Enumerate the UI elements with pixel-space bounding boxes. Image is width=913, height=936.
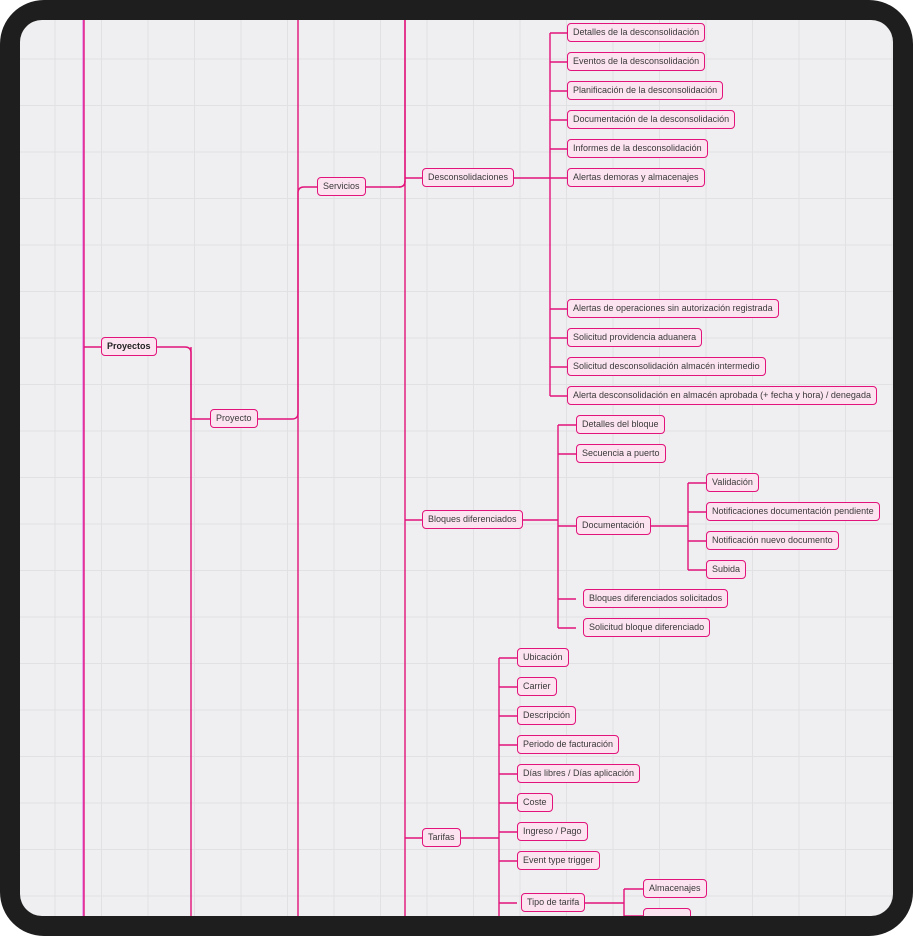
node-ubicacion[interactable]: Ubicación	[517, 648, 569, 667]
node-descripcion[interactable]: Descripción	[517, 706, 577, 725]
node-event-type-trigger[interactable]: Event type trigger	[517, 851, 600, 870]
node-coste[interactable]: Coste	[517, 793, 553, 812]
node-periodo-facturacion[interactable]: Periodo de facturación	[517, 735, 620, 754]
node-desconsolidaciones[interactable]: Desconsolidaciones	[422, 168, 515, 187]
node-planificacion-desconsolidacion[interactable]: Planificación de la desconsolidación	[567, 81, 724, 100]
connector-line	[153, 346, 210, 420]
node-tipo-tarifa-child[interactable]	[643, 908, 691, 916]
node-proyectos[interactable]: Proyectos	[101, 337, 157, 356]
connector-line	[257, 186, 317, 420]
node-dias-libres[interactable]: Días libres / Días aplicación	[517, 764, 641, 783]
node-solicitud-providencia[interactable]: Solicitud providencia aduanera	[567, 328, 703, 347]
node-notificacion-nuevo[interactable]: Notificación nuevo documento	[706, 531, 839, 550]
node-tipo-tarifa[interactable]: Tipo de tarifa	[521, 893, 586, 912]
connector-line	[398, 180, 406, 188]
node-eventos-desconsolidacion[interactable]: Eventos de la desconsolidación	[567, 52, 706, 71]
node-solicitud-bloque[interactable]: Solicitud bloque diferenciado	[583, 618, 711, 637]
node-alertas-demoras[interactable]: Alertas demoras y almacenajes	[567, 168, 705, 187]
node-detalles-desconsolidacion[interactable]: Detalles de la desconsolidación	[567, 23, 706, 42]
node-alerta-almacen-aprobada[interactable]: Alerta desconsolidación en almacén aprob…	[567, 386, 877, 405]
node-alertas-operaciones[interactable]: Alertas de operaciones sin autorización …	[567, 299, 779, 318]
node-notificaciones-pendiente[interactable]: Notificaciones documentación pendiente	[706, 502, 880, 521]
node-validacion[interactable]: Validación	[706, 473, 759, 492]
node-ingreso-pago[interactable]: Ingreso / Pago	[517, 822, 588, 841]
mindmap-canvas[interactable]: Proyectos Proyecto Servicios Desconsolid…	[20, 20, 893, 916]
connector-lines	[82, 20, 706, 916]
node-secuencia-puerto[interactable]: Secuencia a puerto	[576, 444, 666, 463]
node-servicios[interactable]: Servicios	[317, 177, 366, 196]
node-solicitud-almacen-intermedio[interactable]: Solicitud desconsolidación almacén inter…	[567, 357, 766, 376]
node-almacenajes[interactable]: Almacenajes	[643, 879, 707, 898]
node-bloques-solicitados[interactable]: Bloques diferenciados solicitados	[583, 589, 729, 608]
node-documentacion[interactable]: Documentación	[576, 516, 651, 535]
node-proyecto[interactable]: Proyecto	[210, 409, 258, 428]
node-bloques-diferenciados[interactable]: Bloques diferenciados	[422, 510, 523, 529]
node-subida[interactable]: Subida	[706, 560, 747, 579]
node-tarifas[interactable]: Tarifas	[422, 828, 461, 847]
node-documentacion-desconsolidacion[interactable]: Documentación de la desconsolidación	[567, 110, 736, 129]
node-detalles-bloque[interactable]: Detalles del bloque	[576, 415, 665, 434]
node-carrier[interactable]: Carrier	[517, 677, 557, 696]
node-informes-desconsolidacion[interactable]: Informes de la desconsolidación	[567, 139, 708, 158]
connector-line	[365, 20, 406, 188]
